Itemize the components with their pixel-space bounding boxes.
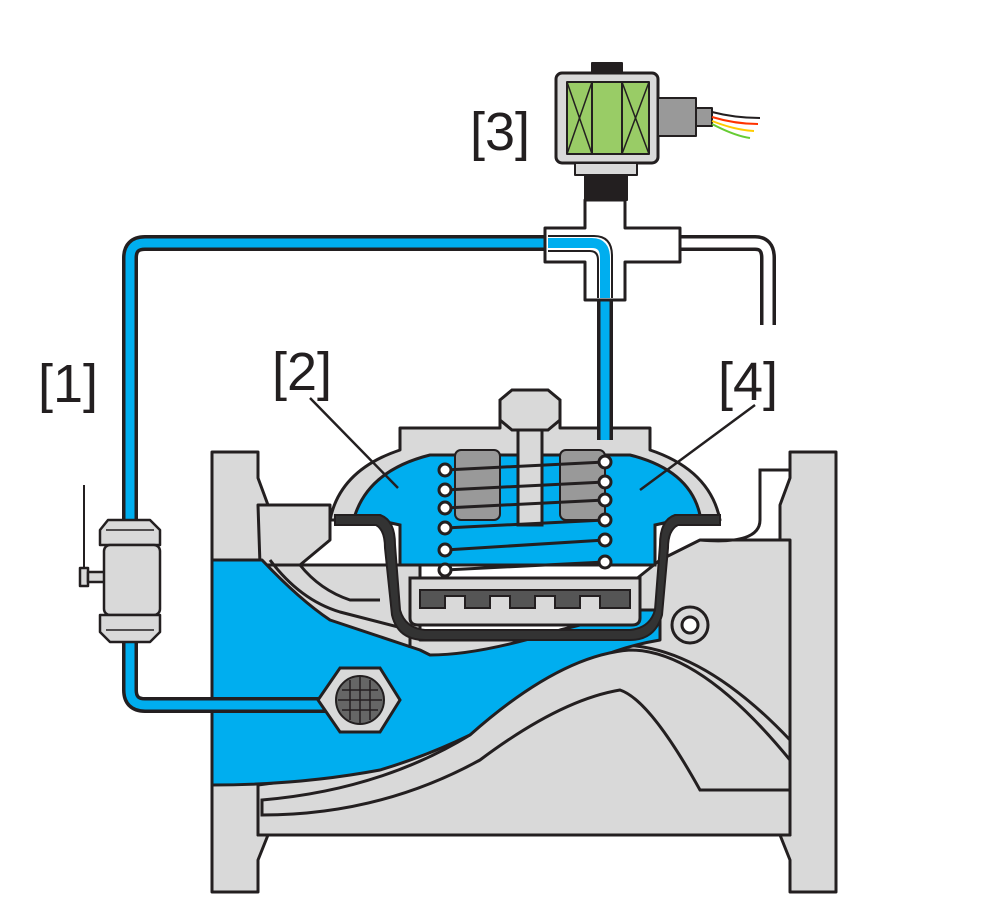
stem-nut: [498, 388, 562, 432]
needle-valve-icon: [78, 485, 162, 644]
drain-tube-inner: [640, 238, 773, 325]
inlet-water: [210, 558, 662, 787]
leader-line-4: [639, 403, 756, 492]
strainer-icon: [316, 666, 402, 734]
outlet-chamber: [699, 468, 790, 543]
callout-4: [4]: [718, 352, 778, 412]
inlet-wall: [268, 559, 412, 648]
drain-port-inner: [680, 615, 700, 635]
stem: [516, 428, 544, 527]
callout-3: [3]: [470, 102, 530, 162]
inlet-rib: [298, 564, 380, 602]
leader-lines: [309, 397, 756, 492]
cross-flow-outline: [548, 235, 613, 298]
disc-teeth: [419, 589, 631, 609]
right-flange: [778, 450, 838, 894]
body-shell: [256, 503, 332, 567]
cross-flow: [548, 238, 610, 298]
callout-1: [1]: [38, 354, 98, 414]
spring-icon: [437, 454, 613, 578]
diaphragm: [334, 514, 721, 641]
valve-seat: [260, 648, 792, 817]
callout-2: [2]: [272, 342, 332, 402]
spring-guide-left: [454, 449, 501, 521]
solenoid-icon: [554, 62, 761, 201]
leader-line-2: [309, 397, 399, 489]
